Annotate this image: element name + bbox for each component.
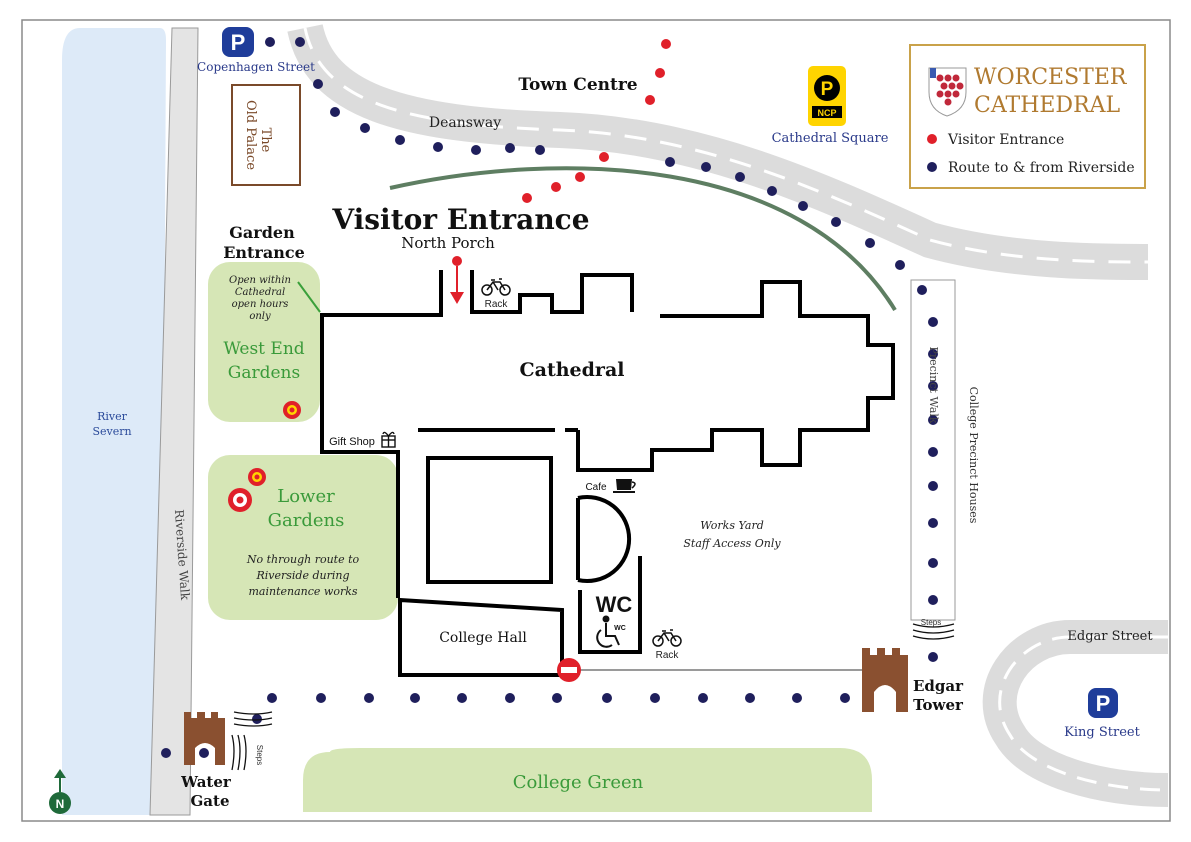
legend-visitor-entrance: Visitor Entrance [947, 132, 1064, 148]
works-yard-2: Staff Access Only [683, 537, 781, 550]
garden-entrance-gate [297, 281, 321, 313]
garden-entrance-label-2: Entrance [223, 243, 305, 262]
flower-icon [228, 488, 252, 512]
parking-icon[interactable]: P [1088, 688, 1118, 718]
coffee-cup-icon [613, 479, 636, 493]
open-hours-1: Open within [229, 275, 291, 286]
town-centre-label: Town Centre [518, 75, 637, 95]
steps-icon [231, 711, 273, 771]
cathedral-label: Cathedral [520, 359, 625, 381]
parking-icon[interactable]: P [222, 27, 254, 57]
legend-title-1: WORCESTER [974, 65, 1128, 90]
copenhagen-street-label: Copenhagen Street [197, 60, 315, 74]
garden-entrance-label-1: Garden [229, 223, 295, 242]
lower-gardens [208, 455, 398, 620]
edgar-tower-label-1: Edgar [913, 677, 964, 695]
lower-gardens-label-1: Lower [277, 486, 335, 507]
cafe-label: Cafe [585, 482, 607, 493]
college-green-label: College Green [513, 772, 644, 793]
precinct-walk-label: Precinct Walk [927, 346, 940, 423]
north-porch-label: North Porch [401, 234, 495, 252]
open-hours-3: open hours [232, 299, 289, 310]
crest-icon [928, 67, 967, 117]
old-palace-label-1: The [258, 128, 273, 153]
old-palace-label-2: Old Palace [243, 100, 258, 170]
west-end-label-2: Gardens [228, 363, 300, 383]
deansway-road-markings [303, 27, 1149, 264]
open-hours-4: only [249, 311, 271, 322]
college-green [303, 748, 872, 812]
west-end-label-1: West End [223, 339, 304, 359]
flower-icon [248, 468, 266, 486]
college-precinct-houses-label: College Precinct Houses [967, 387, 980, 524]
legend-navy-dot [927, 162, 937, 172]
riverside-walk-label: Riverside Walk [172, 509, 192, 601]
wc-small-label: WC [614, 625, 626, 632]
visitor-entrance-title: Visitor Entrance [331, 203, 589, 236]
tower-icon [862, 648, 908, 712]
river-severn [62, 28, 166, 815]
water-gate-label-2: Gate [190, 792, 229, 810]
no-route-3: maintenance works [248, 585, 357, 598]
legend: WORCESTER CATHEDRAL Visitor Entrance Rou… [909, 44, 1146, 189]
steps-icon [912, 623, 955, 640]
visitor-route-dots [452, 39, 671, 266]
cathedral-square-label: Cathedral Square [772, 131, 889, 146]
north-arrow-icon: N [49, 769, 71, 814]
entrance-arrow-head [450, 292, 464, 304]
water-gate-label-1: Water [180, 773, 232, 791]
edgar-street-markings [998, 635, 1169, 792]
legend-red-dot [927, 134, 937, 144]
ncp-parking-icon[interactable]: P NCP [808, 66, 846, 126]
deansway-label: Deansway [429, 115, 501, 131]
king-street-label: King Street [1064, 725, 1140, 740]
ncp-text: NCP [817, 108, 836, 118]
lower-gardens-label-2: Gardens [268, 510, 345, 531]
cathedral-outline [320, 270, 895, 677]
steps-right-label: Steps [921, 618, 941, 627]
old-palace-building [231, 84, 301, 186]
riverside-walk-road [149, 27, 199, 816]
college-hall-label: College Hall [439, 630, 527, 646]
no-route-2: Riverside during [255, 569, 349, 582]
no-route-1: No through route to [246, 553, 360, 566]
rack-label-bottom: Rack [656, 650, 680, 661]
legend-title-2: CATHEDRAL [974, 93, 1121, 118]
steps-left-label: Steps [255, 745, 264, 765]
west-end-gardens [208, 262, 320, 422]
legend-route: Route to & from Riverside [948, 160, 1135, 176]
tower-icon [184, 712, 225, 765]
works-yard-1: Works Yard [700, 519, 764, 532]
edgar-tower-label-2: Tower [913, 696, 964, 714]
wheelchair-icon [596, 615, 620, 648]
bicycle-icon [481, 278, 511, 296]
svg-text:P: P [231, 30, 246, 55]
river-label-1: River [97, 410, 128, 423]
open-hours-2: Cathedral [235, 287, 285, 298]
gift-icon [381, 431, 396, 448]
no-entry-icon [557, 658, 581, 682]
wc-label: WC [596, 592, 633, 617]
gift-shop-label: Gift Shop [329, 436, 375, 448]
svg-text:P: P [821, 79, 834, 100]
river-label-2: Severn [92, 425, 131, 438]
flower-icon [283, 401, 301, 419]
rack-label-top: Rack [485, 299, 509, 310]
riverside-route-dots [161, 37, 938, 758]
svg-text:P: P [1096, 691, 1111, 716]
north-label: N [56, 797, 65, 811]
edgar-street-label: Edgar Street [1067, 629, 1153, 644]
bicycle-icon [652, 629, 682, 647]
north-boundary-arc [389, 166, 897, 312]
